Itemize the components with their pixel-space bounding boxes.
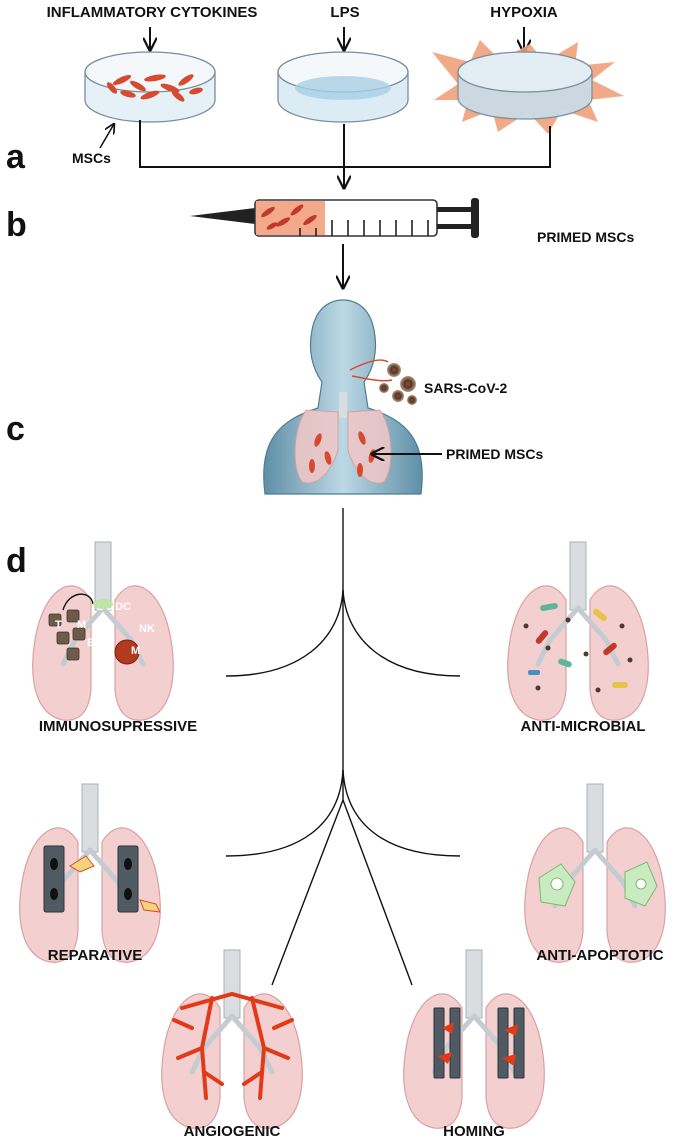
cell-dc-2: DC	[115, 601, 131, 613]
lung-angiogenic	[162, 950, 303, 1128]
petri-dish-hypoxia	[432, 40, 624, 134]
lung-antiapoptotic	[525, 784, 666, 962]
panel-label-d: d	[6, 542, 27, 580]
label-angiogenic: ANGIOGENIC	[184, 1123, 281, 1140]
syringe-plunger-head	[471, 198, 479, 238]
cell-t: T	[55, 619, 62, 631]
panel-label-c: c	[6, 410, 25, 448]
petri-dish-lps	[277, 51, 409, 123]
label-reparative: REPARATIVE	[48, 947, 142, 964]
cell-m: M	[77, 619, 86, 631]
cell-b: B	[87, 637, 95, 649]
cell-nk: NK	[139, 623, 155, 635]
mscs-pointer	[99, 124, 114, 149]
virus-particles	[379, 363, 417, 405]
label-immunosuppressive: IMMUNOSUPRESSIVE	[39, 718, 197, 735]
petri-dish-cytokines	[84, 51, 216, 123]
syringe-plunger-rod	[437, 207, 471, 212]
label-antimicrobial: ANTI-MICROBIAL	[521, 718, 646, 735]
primed-mscs-label: PRIMED MSCs	[537, 229, 634, 245]
syringe	[190, 198, 479, 238]
body-primed-mscs-label: PRIMED MSCs	[446, 446, 543, 462]
lung-immunosuppressive: T M B DC DC NK M	[33, 542, 174, 720]
panel-label-b: b	[6, 206, 27, 244]
stimulus-hypoxia: HYPOXIA	[490, 4, 558, 21]
mscs-cells	[106, 74, 203, 102]
stimulus-lps: LPS	[330, 4, 359, 21]
lung-antimicrobial	[508, 542, 649, 720]
virus-label: SARS-CoV-2	[424, 380, 507, 396]
merge-connector	[139, 120, 551, 168]
mscs-label: MSCs	[72, 150, 111, 166]
label-homing: HOMING	[443, 1123, 505, 1140]
stimulus-inflammatory-cytokines: INFLAMMATORY CYTOKINES	[47, 4, 258, 21]
lung-homing	[404, 950, 545, 1128]
syringe-needle	[190, 208, 255, 224]
branching-lines	[225, 508, 461, 986]
lung-reparative	[20, 784, 161, 962]
patient-figure	[263, 299, 423, 495]
cell-macrophage: M	[131, 645, 140, 657]
label-antiapoptotic: ANTI-APOPTOTIC	[536, 947, 663, 964]
panel-label-a: a	[6, 138, 26, 176]
